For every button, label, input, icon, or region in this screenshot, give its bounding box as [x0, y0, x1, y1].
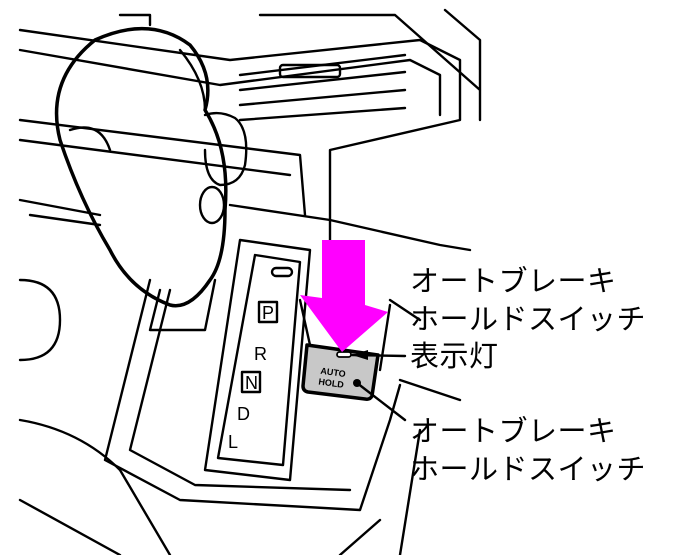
switch-callout-line2: ホールドスイッチ: [410, 452, 647, 486]
gear-gate-panel: P R N D L: [203, 238, 312, 482]
switch-callout-line1: オートブレーキ: [410, 414, 617, 448]
dashboard-lines: [18, 8, 482, 555]
console-surround: [103, 278, 402, 512]
leader-lines: [350, 350, 407, 422]
pointer-arrow: [300, 240, 388, 352]
gear-p: P: [262, 303, 274, 323]
indicator-callout-line2: ホールドスイッチ: [410, 302, 647, 336]
gear-n: N: [245, 373, 258, 393]
switch-label-hold: HOLD: [318, 376, 345, 390]
indicator-callout-line3: 表示灯: [410, 339, 499, 373]
switch-label-auto: AUTO: [320, 366, 346, 379]
gear-d: D: [237, 404, 250, 424]
indicator-light: [336, 351, 352, 358]
gear-l: L: [228, 432, 238, 452]
gear-r: R: [254, 344, 267, 364]
indicator-callout-line1: オートブレーキ: [410, 264, 617, 298]
shift-lever: [54, 26, 248, 332]
